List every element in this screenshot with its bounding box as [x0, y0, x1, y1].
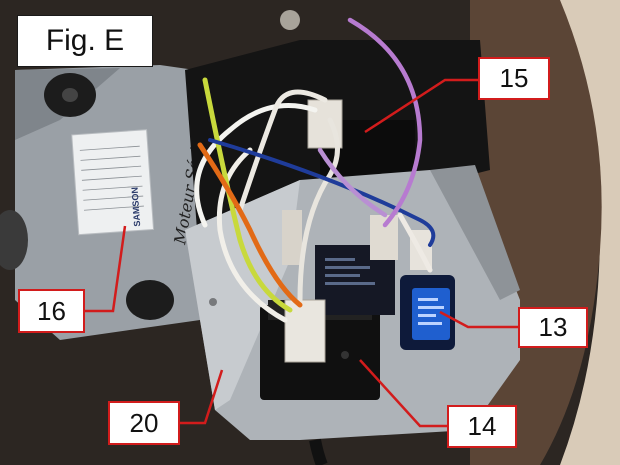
wire-white-4 — [297, 117, 340, 303]
callout-15: 15 — [478, 57, 550, 100]
figure-label: Fig. E — [17, 15, 153, 67]
bracket-shade — [185, 180, 300, 410]
callout-14: 14 — [447, 405, 517, 448]
leader-13 — [439, 310, 518, 329]
wire-white-right — [397, 212, 433, 273]
leader-16 — [85, 225, 127, 313]
wire-green-yellow — [202, 77, 293, 313]
wire-blue — [208, 138, 436, 247]
rubber-mount-left — [0, 210, 28, 270]
screw — [209, 298, 217, 306]
callout-16: 16 — [18, 289, 85, 333]
callout-13: 13 — [518, 307, 588, 348]
capacitor-13-marks — [418, 298, 444, 325]
bracket-right-flange — [430, 165, 520, 300]
screw-rim — [280, 10, 300, 30]
wood-edge — [545, 0, 620, 465]
connector-mid — [282, 210, 302, 265]
wire-purple-2 — [317, 147, 388, 218]
rubber-mount-bottom — [126, 280, 174, 320]
motor-label-plate: SAMSON — [71, 129, 155, 236]
label-plate-stamp: SAMSON — [130, 187, 143, 227]
leader-14 — [359, 359, 447, 428]
leader-20 — [180, 369, 224, 425]
relay-back-print — [325, 258, 375, 285]
connector-right — [370, 215, 398, 260]
callout-20: 20 — [108, 401, 180, 445]
rubber-mount-top-hole — [62, 88, 78, 102]
wire-purple-1 — [347, 17, 423, 228]
wire-orange — [197, 142, 303, 308]
wire-white-1 — [194, 103, 318, 228]
wire-white-2 — [237, 89, 328, 213]
relay-14-dot — [341, 351, 349, 359]
wire-white-3 — [216, 147, 288, 323]
leader-15 — [364, 78, 478, 134]
power-cable — [309, 438, 328, 465]
